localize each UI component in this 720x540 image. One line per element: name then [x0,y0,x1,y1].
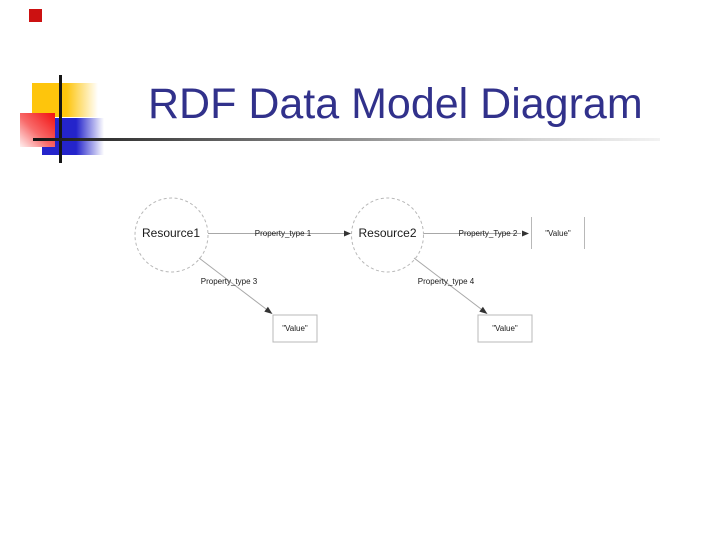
edge-line-property-type-3 [198,257,269,311]
arrowhead-property-type-2 [522,230,529,237]
edge-label-property-type-2: Property_Type 2 [458,229,518,238]
logo-yellow-square [32,83,98,117]
resource2-ellipse [351,197,424,273]
resource2-label: Resource2 [358,226,417,240]
resource1-ellipse [134,197,209,273]
resource1-label: Resource1 [141,226,201,240]
edge-label-property-type-4: Property_type 4 [417,277,475,286]
arrowhead-property-type-3 [264,306,273,314]
slide-title: RDF Data Model Diagram [148,80,643,128]
value-bottom-right-box [477,314,533,343]
edge-label-property-type-1: Property_type 1 [254,229,312,238]
edge-line-property-type-4 [413,257,484,311]
corner-marker-square [29,9,42,22]
title-underline-rule [33,138,660,141]
logo-red-square [20,113,55,147]
edge-label-property-type-3: Property_type 3 [200,277,258,286]
value-literal-bottom-right-label: "Value" [492,324,518,333]
value-literal-top-label: "Value" [545,229,571,238]
value-literal-bottom-left-label: "Value" [282,324,308,333]
value-bottom-left-box [272,314,318,343]
arrowhead-property-type-1 [344,230,351,237]
arrowhead-property-type-4 [479,306,488,314]
logo-vertical-line [59,75,62,163]
